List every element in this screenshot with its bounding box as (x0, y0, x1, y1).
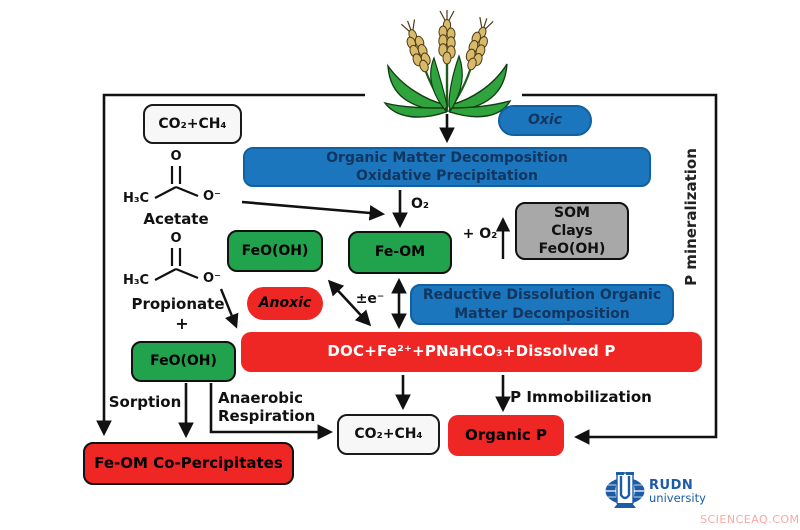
rudn-logo-brand: RUDN (649, 478, 694, 493)
arrow-propionate-to-doc (219, 288, 239, 329)
box-organic-p: Organic P (448, 415, 564, 456)
frame-left-arrow (96, 93, 365, 437)
box-co2-ch4-top-label: CO₂+CH₄ (158, 115, 227, 132)
watermark-text: SCIENCEAQ.COM (700, 513, 800, 526)
rudn-logo-icon (604, 472, 646, 508)
label-plus-o2: + O₂ (462, 226, 498, 242)
acetate-o-atom: O (170, 149, 182, 164)
propionate-o-minus-atom: O⁻ (203, 271, 221, 286)
label-acetate: Acetate (143, 210, 209, 228)
label-p-immobilization: P Immobilization (510, 388, 652, 406)
label-respiration: Respiration (218, 407, 316, 425)
box-co2-ch4-bottom: CO₂+CH₄ (337, 414, 440, 455)
doc-label: DOC+Fe²⁺+PNaHCO₃+Dissolved P (327, 342, 616, 361)
rudn-logo-sub: university (649, 491, 706, 505)
co-percipitates-label: Fe-OM Co-Percipitates (94, 453, 283, 472)
box-feooh-upper: FeO(OH) (227, 230, 323, 272)
box-feooh-lower: FeO(OH) (131, 341, 236, 382)
label-propionate: Propionate (131, 295, 225, 313)
arrow-feooh-doc-double (327, 279, 372, 327)
omd-line2: Oxidative Precipitation (356, 168, 538, 184)
label-plus-minus-e: ±e⁻ (355, 291, 385, 307)
label-anaerobic: Anaerobic (218, 389, 304, 407)
acetate-structure (154, 166, 199, 199)
badge-oxic: Oxic (498, 105, 592, 136)
box-som-clays-feooh: SOM Clays FeO(OH) (515, 202, 629, 260)
som-line3: FeO(OH) (538, 241, 606, 258)
co2-ch4-bottom-label: CO₂+CH₄ (354, 426, 423, 443)
badge-anoxic: Anoxic (247, 287, 323, 320)
som-line2: Clays (551, 222, 593, 239)
label-o2: O₂ (410, 196, 430, 212)
acetate-h3c-atom: H₃C (122, 191, 150, 206)
oxic-label: Oxic (527, 112, 563, 129)
box-organic-matter-decomposition: Organic Matter Decomposition Oxidative P… (243, 147, 651, 187)
box-fe-om: Fe-OM (348, 231, 452, 274)
fe-om-label: Fe-OM (374, 244, 426, 261)
box-feom-co-percipitates: Fe-OM Co-Percipitates (83, 442, 294, 485)
som-line1: SOM (554, 204, 590, 221)
label-plus: + (175, 314, 189, 333)
label-p-mineralization: P mineralization (682, 148, 700, 286)
feooh-lower-label: FeO(OH) (150, 353, 217, 370)
frame-right-arrow (522, 93, 718, 445)
wheat-plant-icon (383, 9, 512, 118)
arrow-acetate-to-feom (241, 200, 386, 221)
propionate-h3c-atom: H₃C (122, 273, 150, 288)
rd-line1: Reductive Dissolution Organic (422, 287, 662, 304)
propionate-o-atom: O (170, 231, 182, 246)
arrow-anaerobic-to-co2ch4 (209, 383, 334, 440)
anoxic-label: Anoxic (258, 295, 312, 312)
propionate-structure (154, 248, 199, 281)
organic-p-label: Organic P (465, 425, 547, 444)
omd-line1: Organic Matter Decomposition (326, 149, 568, 166)
acetate-o-minus-atom: O⁻ (203, 189, 221, 204)
rd-line2: Matter Decomposition (454, 305, 630, 322)
box-co2-ch4-top: CO₂+CH₄ (143, 104, 242, 144)
label-sorption: Sorption (108, 393, 182, 411)
box-doc-dissolved-p: DOC+Fe²⁺+PNaHCO₃+Dissolved P (241, 332, 702, 372)
feooh-upper-label: FeO(OH) (241, 242, 309, 259)
box-reductive-dissolution: Reductive Dissolution Organic Matter Dec… (410, 284, 674, 325)
